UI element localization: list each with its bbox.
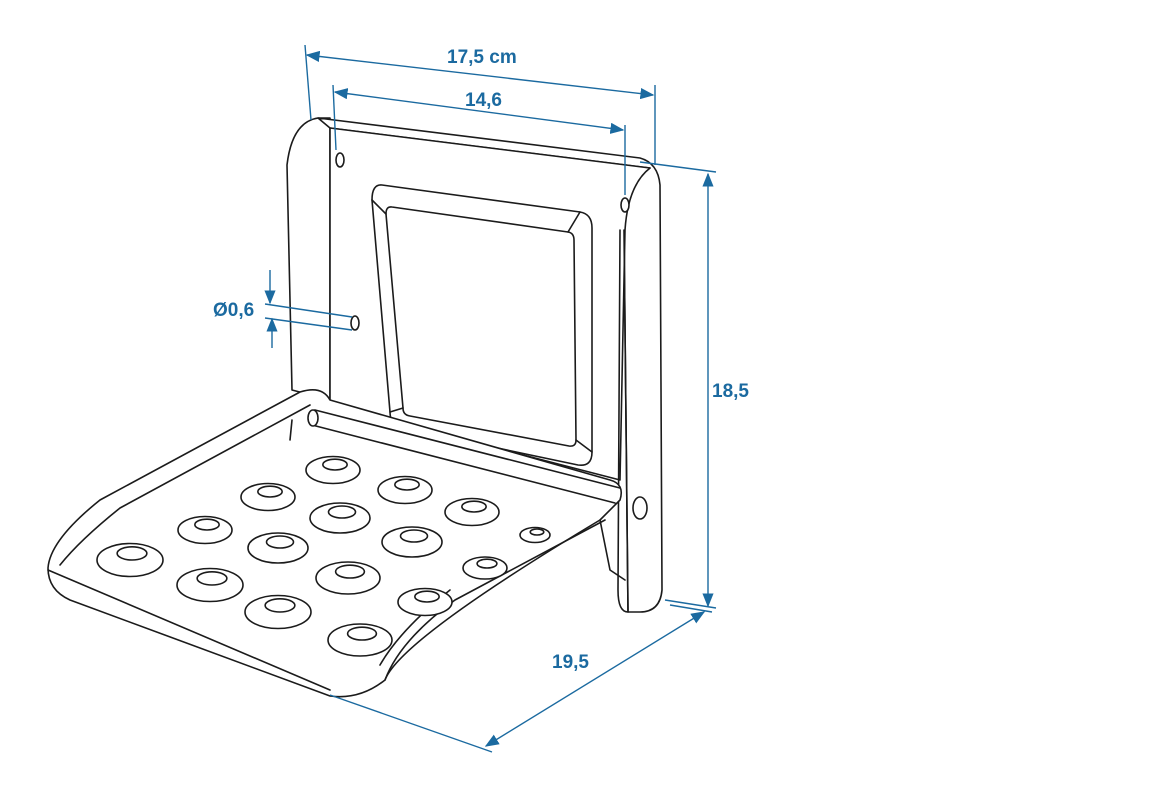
cone-top xyxy=(257,485,283,498)
dimension-lines xyxy=(264,44,717,753)
cone-top xyxy=(414,590,440,603)
dimension-depth: 19,5 xyxy=(552,652,589,673)
cone-top xyxy=(394,478,420,491)
cone-top xyxy=(196,571,228,586)
mounting-holes xyxy=(335,152,648,520)
cone-top xyxy=(327,505,357,519)
cone-top xyxy=(476,558,498,569)
cone-top xyxy=(116,546,148,561)
dimension-height: 18,5 xyxy=(712,381,749,402)
cone-top xyxy=(194,518,220,531)
anti-slip-cones xyxy=(96,455,551,657)
cone-top xyxy=(529,528,545,536)
cone-top xyxy=(322,458,348,471)
cone-top xyxy=(399,529,429,543)
dimension-hole-diameter: Ø0,6 xyxy=(213,300,255,321)
cone-top xyxy=(334,564,366,579)
step-tray xyxy=(47,389,626,698)
cone-top xyxy=(461,500,487,513)
dimension-total-width: 17,5 cm xyxy=(447,47,517,68)
cone-top xyxy=(264,598,296,613)
cone-top xyxy=(346,626,378,641)
back-plate-window xyxy=(371,184,593,467)
dimension-hole-spacing: 14,6 xyxy=(465,90,502,111)
cone-top xyxy=(265,535,295,549)
